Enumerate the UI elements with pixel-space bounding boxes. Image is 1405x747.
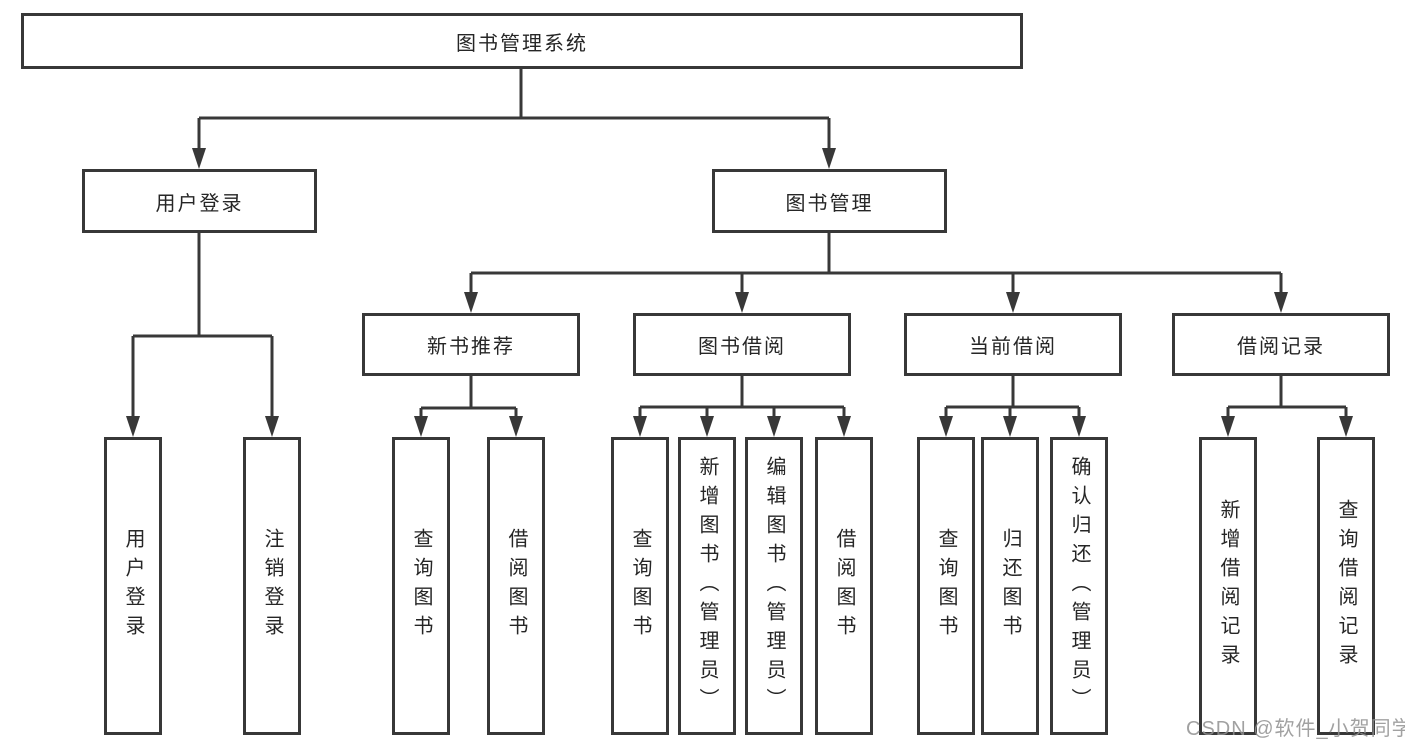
node-user-login-label: 用户登录 xyxy=(155,192,244,215)
node-library-system-label: 图书管理系统 xyxy=(456,32,588,55)
node-book-management: 图书管理 xyxy=(712,169,947,233)
leaf-confirm-return-admin: 确认归还（管理员） xyxy=(1050,437,1108,735)
leaf-query-books-current-label: 查询图书 xyxy=(935,528,957,644)
leaf-confirm-return-admin-label: 确认归还（管理员） xyxy=(1068,455,1090,717)
node-new-book-recommend: 新书推荐 xyxy=(362,313,580,376)
leaf-query-borrow-record-label: 查询借阅记录 xyxy=(1335,499,1357,673)
node-current-borrowing: 当前借阅 xyxy=(904,313,1122,376)
leaf-query-books-borrowing-label: 查询图书 xyxy=(629,528,651,644)
node-borrowing-records-label: 借阅记录 xyxy=(1237,336,1325,358)
leaf-query-books-recommend: 查询图书 xyxy=(392,437,450,735)
leaf-borrow-books-recommend-label: 借阅图书 xyxy=(505,528,527,644)
leaf-return-book-label: 归还图书 xyxy=(999,528,1021,644)
leaf-borrow-books-recommend: 借阅图书 xyxy=(487,437,545,735)
leaf-add-book-admin: 新增图书（管理员） xyxy=(678,437,736,735)
leaf-edit-book-admin: 编辑图书（管理员） xyxy=(745,437,803,735)
leaf-query-books-recommend-label: 查询图书 xyxy=(410,528,432,644)
node-current-borrowing-label: 当前借阅 xyxy=(969,336,1057,358)
leaf-add-book-admin-label: 新增图书（管理员） xyxy=(696,455,718,717)
node-new-book-recommend-label: 新书推荐 xyxy=(427,336,515,358)
leaf-query-books-current: 查询图书 xyxy=(917,437,975,735)
leaf-user-login-label: 用户登录 xyxy=(122,528,144,644)
leaf-return-book: 归还图书 xyxy=(981,437,1039,735)
node-book-borrowing: 图书借阅 xyxy=(633,313,851,376)
leaf-borrow-books-borrowing: 借阅图书 xyxy=(815,437,873,735)
csdn-watermark: CSDN @软件_小贺同学 xyxy=(1186,718,1405,740)
node-book-management-label: 图书管理 xyxy=(785,192,874,215)
leaf-user-login: 用户登录 xyxy=(104,437,162,735)
node-borrowing-records: 借阅记录 xyxy=(1172,313,1390,376)
leaf-edit-book-admin-label: 编辑图书（管理员） xyxy=(763,455,785,717)
node-book-borrowing-label: 图书借阅 xyxy=(698,336,786,358)
leaf-logout: 注销登录 xyxy=(243,437,301,735)
node-library-system: 图书管理系统 xyxy=(21,13,1023,69)
leaf-query-borrow-record: 查询借阅记录 xyxy=(1317,437,1375,735)
leaf-query-books-borrowing: 查询图书 xyxy=(611,437,669,735)
leaf-add-borrow-record-label: 新增借阅记录 xyxy=(1217,499,1239,673)
leaf-add-borrow-record: 新增借阅记录 xyxy=(1199,437,1257,735)
leaf-borrow-books-borrowing-label: 借阅图书 xyxy=(833,528,855,644)
node-user-login: 用户登录 xyxy=(82,169,317,233)
leaf-logout-label: 注销登录 xyxy=(261,528,283,644)
